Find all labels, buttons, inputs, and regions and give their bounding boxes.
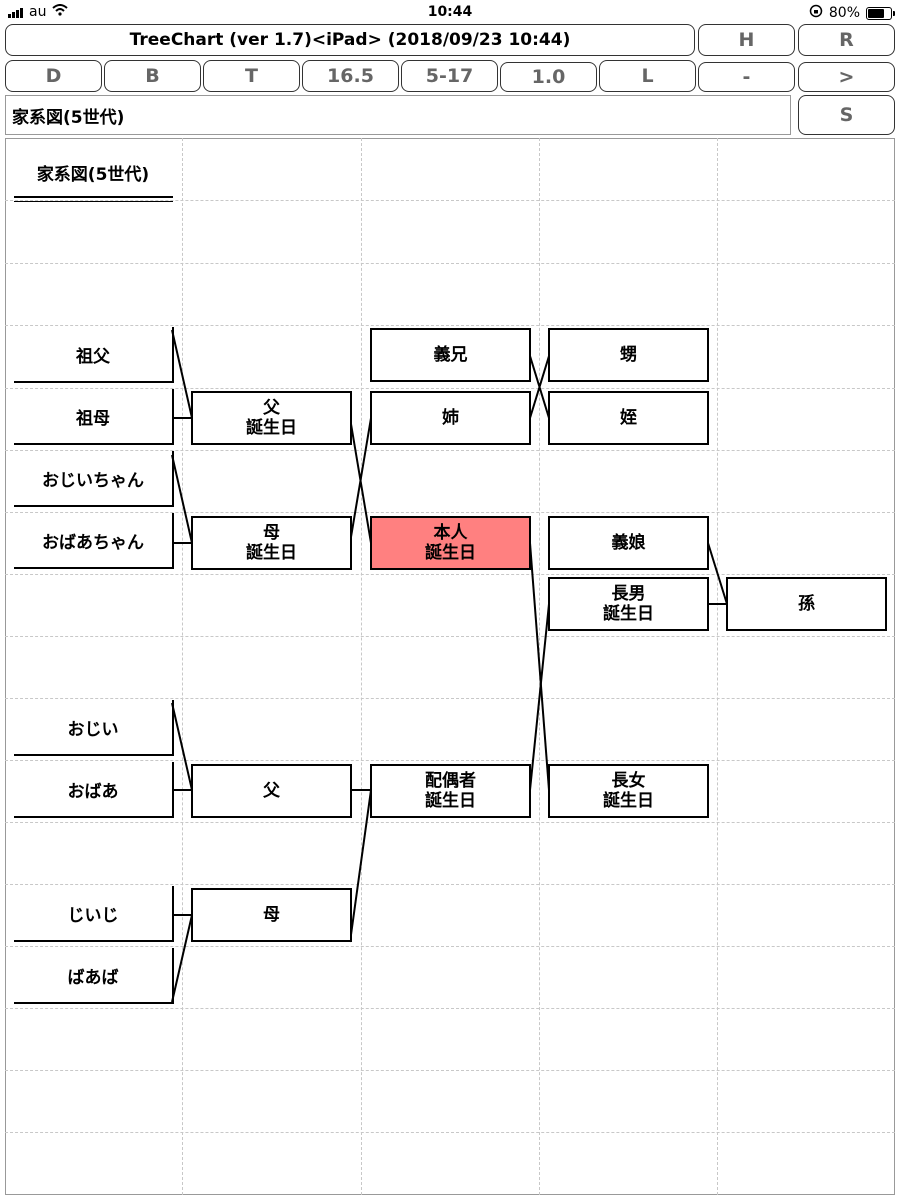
person-oji[interactable]: おじい (14, 700, 174, 756)
r-button[interactable]: R (798, 24, 895, 56)
person-mei[interactable]: 姪 (548, 391, 709, 445)
person-obaachan[interactable]: おばあちゃん (14, 513, 174, 569)
scale-button[interactable]: 1.0 (500, 62, 597, 92)
grid-row-line (5, 884, 895, 885)
node-name: 姪 (620, 408, 637, 428)
node-name: 父 (263, 398, 280, 418)
grid-row-line (5, 1132, 895, 1133)
node-name: 長女 (611, 771, 646, 791)
person-oba[interactable]: おばあ (14, 762, 174, 818)
orientation-lock-icon (809, 4, 823, 22)
person-gikei[interactable]: 義兄 (370, 328, 531, 382)
status-right: 80% (809, 4, 895, 22)
wifi-icon (52, 4, 69, 20)
node-subtitle: 誕生日 (246, 418, 297, 438)
person-haha[interactable]: 母 誕生日 (191, 516, 352, 570)
next-button[interactable]: > (798, 62, 895, 92)
person-jiiji[interactable]: じいじ (14, 886, 174, 942)
person-chojo[interactable]: 長女 誕生日 (548, 764, 709, 818)
chart-title: 家系図(5世代) (36, 164, 150, 185)
battery-icon (866, 6, 895, 20)
person-chichi[interactable]: 父 誕生日 (191, 391, 352, 445)
grid-row-line (5, 263, 895, 264)
grid-row-line (5, 325, 895, 326)
grid-row-line (5, 1070, 895, 1071)
node-subtitle: 誕生日 (246, 543, 297, 563)
grid-row-line (5, 760, 895, 761)
person-mago[interactable]: 孫 (726, 577, 887, 631)
t-button[interactable]: T (203, 60, 300, 92)
person-haha2[interactable]: 母 (191, 888, 352, 942)
chart-grid (5, 138, 895, 1195)
b-button[interactable]: B (104, 60, 201, 92)
grid-row-line (5, 388, 895, 389)
grid-row-line (5, 946, 895, 947)
person-sobo[interactable]: 祖母 (14, 389, 174, 445)
minus-button[interactable]: - (698, 62, 795, 92)
grid-row-line (5, 450, 895, 451)
node-name: 配偶者 (425, 771, 476, 791)
node-name: 母 (263, 905, 280, 925)
grid-row-line (5, 822, 895, 823)
person-baaba[interactable]: ばあば (14, 948, 174, 1004)
document-name-field[interactable]: 家系図(5世代) (5, 95, 791, 135)
person-haigusha[interactable]: 配偶者 誕生日 (370, 764, 531, 818)
range-button[interactable]: 5-17 (401, 60, 498, 92)
person-gijo[interactable]: 義娘 (548, 516, 709, 570)
grid-row-line (5, 636, 895, 637)
node-name: 姉 (442, 408, 459, 428)
node-name: 甥 (620, 345, 637, 365)
node-name: 長男 (611, 584, 646, 604)
node-name: 本人 (433, 523, 468, 543)
grid-row-line (5, 574, 895, 575)
person-sofu[interactable]: 祖父 (14, 327, 174, 383)
node-subtitle: 誕生日 (425, 791, 476, 811)
node-name: 孫 (798, 594, 815, 614)
person-oi[interactable]: 甥 (548, 328, 709, 382)
signal-icon (8, 6, 23, 18)
chart-title-underline (14, 196, 173, 202)
node-name: 母 (263, 523, 280, 543)
status-bar: au 10:44 80% (0, 0, 900, 26)
d-button[interactable]: D (5, 60, 102, 92)
title-button[interactable]: TreeChart (ver 1.7)<iPad> (2018/09/23 10… (5, 24, 695, 56)
l-button[interactable]: L (599, 60, 696, 92)
font-size-button[interactable]: 16.5 (302, 60, 399, 92)
person-chichi2[interactable]: 父 (191, 764, 352, 818)
grid-column-line (717, 138, 718, 1195)
battery-percent: 80% (828, 5, 860, 21)
grid-column-line (182, 138, 183, 1195)
status-left: au (8, 4, 69, 20)
grid-row-line (5, 698, 895, 699)
node-subtitle: 誕生日 (603, 791, 654, 811)
clock: 10:44 (427, 4, 473, 20)
person-chonan[interactable]: 長男 誕生日 (548, 577, 709, 631)
grid-row-line (5, 1008, 895, 1009)
node-subtitle: 誕生日 (603, 604, 654, 624)
person-honnin[interactable]: 本人 誕生日 (370, 516, 531, 570)
grid-row-line (5, 512, 895, 513)
grid-row-line (5, 200, 895, 201)
h-button[interactable]: H (698, 24, 795, 56)
grid-column-line (539, 138, 540, 1195)
person-ane[interactable]: 姉 (370, 391, 531, 445)
s-button[interactable]: S (798, 95, 895, 135)
person-ojiichan[interactable]: おじいちゃん (14, 451, 174, 507)
grid-column-line (361, 138, 362, 1195)
node-name: 父 (263, 781, 280, 801)
node-name: 義兄 (433, 345, 468, 365)
carrier-label: au (29, 4, 47, 20)
node-name: 義娘 (611, 533, 646, 553)
node-subtitle: 誕生日 (425, 543, 476, 563)
